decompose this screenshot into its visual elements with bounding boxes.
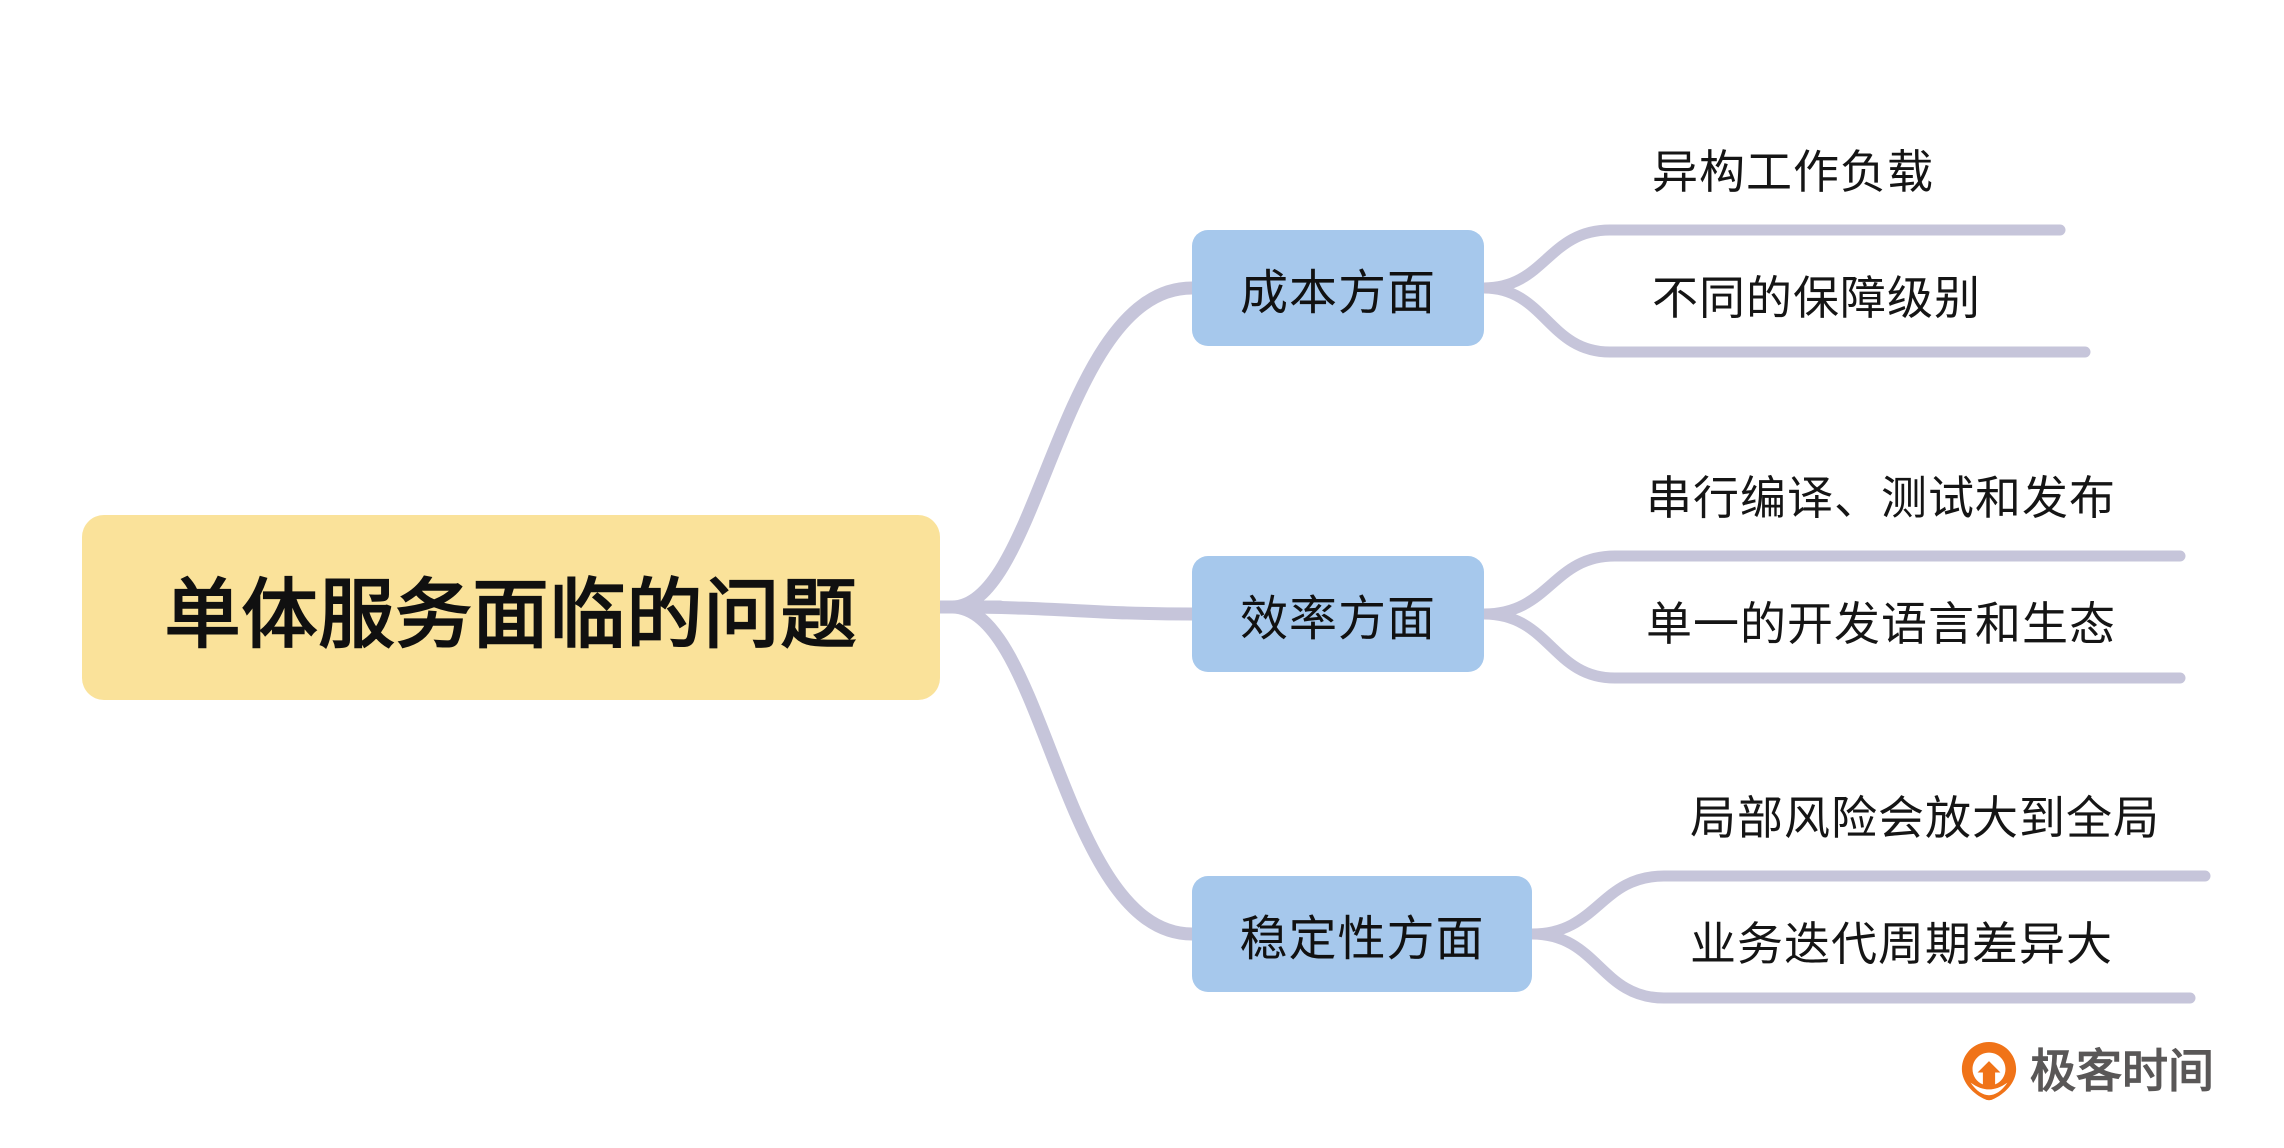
leaf-node-local-risk-amplified-globally[interactable]: 局部风险会放大到全局	[1690, 782, 2284, 848]
leaf-node-label: 异构工作负载	[1652, 146, 1934, 198]
leaf-node-label: 单一的开发语言和生态	[1646, 598, 2116, 650]
branch-node-efficiency[interactable]: 效率方面	[1192, 556, 1484, 672]
geektime-logo: 极客时间	[1958, 1040, 2214, 1102]
leaf-node-label: 业务迭代周期差异大	[1690, 918, 2113, 970]
leaf-node-heterogeneous-workload[interactable]: 异构工作负载	[1652, 136, 2212, 202]
leaf-node-single-language-ecosystem[interactable]: 单一的开发语言和生态	[1646, 588, 2266, 654]
geektime-pin-icon	[1961, 1041, 2017, 1101]
connector-root-to-branch-2	[945, 600, 1199, 621]
connector-root-to-branch-3	[945, 600, 1199, 941]
leaf-node-label: 不同的保障级别	[1652, 272, 1981, 324]
leaf-node-label: 局部风险会放大到全局	[1690, 792, 2160, 844]
connector-root-to-branch-1	[945, 281, 1199, 614]
leaf-node-different-guarantee-levels[interactable]: 不同的保障级别	[1652, 262, 2212, 328]
branch-node-cost[interactable]: 成本方面	[1192, 230, 1484, 346]
leaf-node-serial-build-test-release[interactable]: 串行编译、测试和发布	[1646, 462, 2266, 528]
root-node[interactable]: 单体服务面临的问题	[82, 515, 940, 700]
root-node-label: 单体服务面临的问题	[164, 572, 858, 658]
branch-node-stability[interactable]: 稳定性方面	[1192, 876, 1532, 992]
branch-node-label: 稳定性方面	[1239, 913, 1485, 966]
geektime-wordmark: 极客时间	[2030, 1045, 2214, 1097]
branch-node-label: 效率方面	[1239, 593, 1436, 646]
branch-node-label: 成本方面	[1239, 267, 1436, 320]
leaf-node-iteration-cycle-variance[interactable]: 业务迭代周期差异大	[1690, 908, 2284, 974]
leaf-node-label: 串行编译、测试和发布	[1646, 472, 2116, 524]
